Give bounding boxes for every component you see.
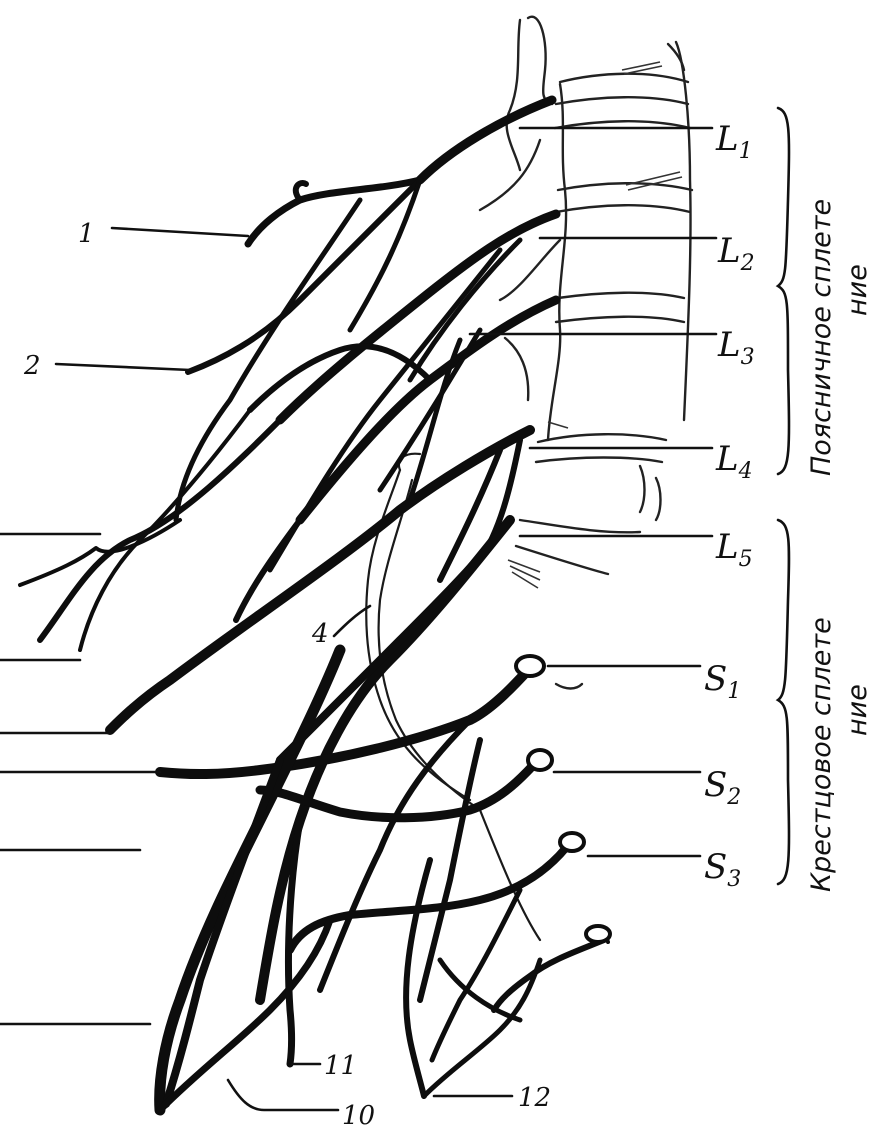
lumbar-plexus-label-line2: ние xyxy=(842,264,873,316)
sacral-plexus-label-line1: Крестцовое сплете xyxy=(806,617,837,892)
label-s1: S1 xyxy=(704,659,741,704)
label-1: 1 xyxy=(78,219,95,249)
label-l1: L1 xyxy=(715,119,753,164)
label-4: 4 xyxy=(311,619,329,649)
label-s2: S2 xyxy=(704,765,741,810)
label-10: 10 xyxy=(342,1101,375,1131)
plexus-braces xyxy=(778,108,789,884)
label-11: 11 xyxy=(324,1051,357,1081)
plexus-labels: Поясничное сплете ние Крестцовое сплете … xyxy=(806,199,873,892)
label-s3: S3 xyxy=(704,847,741,892)
sacral-plexus-label-line2: ние xyxy=(842,684,873,736)
label-l4: L4 xyxy=(715,439,753,484)
nerve-trunks xyxy=(20,100,610,1110)
leader-lines xyxy=(0,128,716,1110)
label-12: 12 xyxy=(518,1083,551,1113)
label-l3: L3 xyxy=(717,325,755,370)
lumbar-plexus-label-line1: Поясничное сплете xyxy=(806,199,837,476)
label-l5: L5 xyxy=(715,527,753,572)
level-labels: L1 L2 L3 L4 L5 S1 S2 S3 xyxy=(704,119,755,892)
label-2: 2 xyxy=(23,351,41,381)
label-l2: L2 xyxy=(717,231,755,276)
